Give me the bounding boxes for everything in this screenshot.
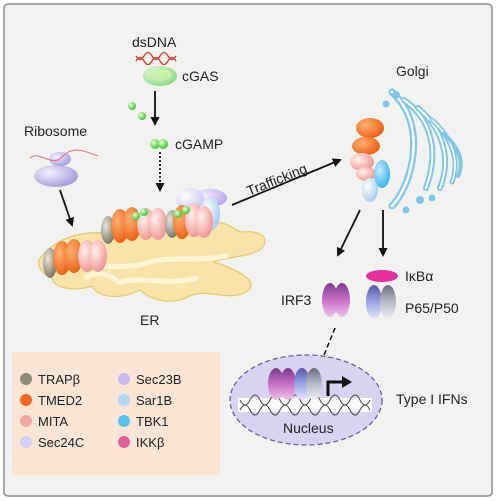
cgamp-icon	[150, 139, 168, 149]
legend-swatch-tbk1	[118, 415, 130, 427]
golgi-irf3-arrow	[337, 209, 361, 257]
p65-p50-icon	[366, 285, 396, 319]
nucleus-entry-arrow	[312, 327, 336, 382]
dsdna-label: dsDNA	[132, 34, 177, 50]
er-complex-3	[165, 188, 227, 239]
nucleus-label: Nucleus	[283, 420, 334, 436]
nuclear-tf-complex	[268, 368, 322, 400]
ribosome-arrow	[59, 189, 74, 227]
ribosome-icon	[29, 149, 99, 187]
cgas-icon	[143, 66, 177, 86]
legend-label: TMED2	[38, 393, 82, 408]
golgi-icon	[382, 88, 463, 214]
legend-label: IKKβ	[136, 435, 164, 450]
type1-ifns-label: Type I IFNs	[396, 391, 468, 407]
irf3-label: IRF3	[281, 292, 312, 308]
legend-swatch-ikk-	[118, 436, 130, 448]
legend-label: MITA	[38, 414, 68, 429]
legend-label: TRAPβ	[38, 372, 80, 387]
legend-label: TBK1	[136, 414, 169, 429]
ikba-label: IκBα	[405, 268, 433, 284]
trafficking-arrow	[231, 158, 342, 206]
legend-swatch-sec24c	[20, 436, 32, 448]
er-label: ER	[140, 312, 159, 328]
transcription-arrowhead-icon	[342, 376, 352, 388]
golgi-label: Golgi	[396, 63, 429, 79]
dna-helix-icon	[238, 394, 372, 416]
ribosome-label: Ribosome	[24, 123, 87, 139]
er-complex-2	[101, 207, 167, 244]
er-complex-1	[43, 239, 107, 278]
golgi-complex	[350, 118, 390, 202]
legend-label: Sec24C	[38, 435, 84, 450]
dsdna-icon	[135, 51, 177, 66]
cgamp-dots-icon	[128, 102, 146, 120]
ikba-icon	[366, 270, 398, 282]
legend-label: Sec23B	[136, 372, 182, 387]
cgamp-label: cGAMP	[175, 136, 223, 152]
legend-label: Sar1B	[136, 393, 172, 408]
irf3-icon	[322, 283, 350, 317]
p65p50-label: P65/P50	[405, 300, 459, 316]
legend-swatch-sec23b	[118, 373, 130, 385]
legend-swatch-tmed2	[20, 394, 32, 406]
cgas-label: cGAS	[182, 68, 219, 84]
legend-swatch-trap-	[20, 373, 32, 385]
legend-box	[12, 352, 220, 475]
legend-swatch-sar1b	[118, 394, 130, 406]
legend-swatch-mita	[20, 415, 32, 427]
transcription-arrow-icon	[326, 380, 344, 396]
